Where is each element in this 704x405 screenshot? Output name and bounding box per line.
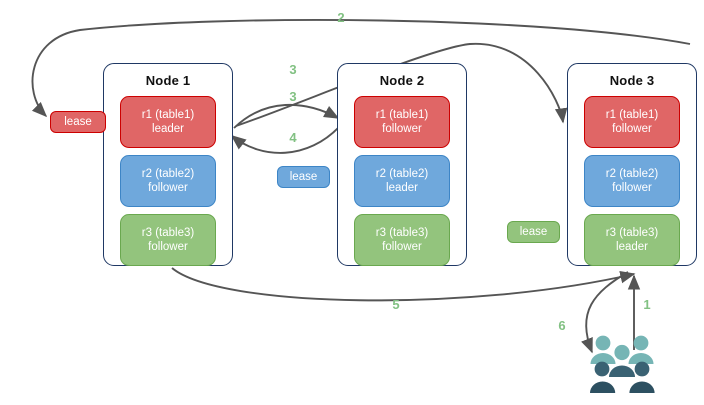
arrow-step-3-to-node3 <box>235 43 568 127</box>
arrow-step-2 <box>31 19 691 118</box>
replica-node2-r3[interactable]: r3 (table3) follower <box>354 214 450 266</box>
replica-role: follower <box>148 182 188 194</box>
step-label-2: 2 <box>337 10 345 25</box>
replica-node1-r2[interactable]: r2 (table2) follower <box>120 155 216 207</box>
replica-name: r1 (table1) <box>605 109 659 121</box>
step-label-4: 4 <box>289 130 297 145</box>
replica-node3-r2[interactable]: r2 (table2) follower <box>584 155 680 207</box>
arrow-step-4 <box>230 125 341 154</box>
node-box-node1[interactable]: Node 1 r1 (table1) leader r2 (table2) fo… <box>103 63 233 266</box>
replica-name: r1 (table1) <box>375 109 429 121</box>
replica-role: follower <box>148 241 188 253</box>
node-title: Node 1 <box>145 73 191 88</box>
node-box-node2[interactable]: Node 2 r1 (table1) follower r2 (table2) … <box>337 63 467 266</box>
step-label-1: 1 <box>643 297 651 312</box>
replica-node3-r1[interactable]: r1 (table1) follower <box>584 96 680 148</box>
replica-name: r3 (table3) <box>375 227 429 239</box>
replica-node1-r1[interactable]: r1 (table1) leader <box>120 96 216 148</box>
replica-name: r2 (table2) <box>141 168 195 180</box>
lease-chip-blue[interactable]: lease <box>277 166 330 188</box>
replica-node3-r3[interactable]: r3 (table3) leader <box>584 214 680 266</box>
arrow-step-3-to-node2 <box>233 103 340 129</box>
replica-role: follower <box>382 241 422 253</box>
people-group-icon <box>590 335 655 393</box>
replica-node2-r1[interactable]: r1 (table1) follower <box>354 96 450 148</box>
lease-chip-green[interactable]: lease <box>507 221 560 243</box>
step-label-3b: 3 <box>289 89 297 104</box>
replica-role: follower <box>382 123 422 135</box>
replica-name: r2 (table2) <box>605 168 659 180</box>
arrow-step-5 <box>171 267 636 302</box>
step-label-5: 5 <box>392 297 400 312</box>
replica-name: r3 (table3) <box>141 227 195 239</box>
replica-node2-r2[interactable]: r2 (table2) leader <box>354 155 450 207</box>
replica-node1-r3[interactable]: r3 (table3) follower <box>120 214 216 266</box>
arrow-step-6 <box>581 271 629 354</box>
node-title: Node 3 <box>609 73 655 88</box>
replica-name: r3 (table3) <box>605 227 659 239</box>
node-title: Node 2 <box>379 73 425 88</box>
replica-name: r1 (table1) <box>141 109 195 121</box>
lease-chip-red[interactable]: lease <box>50 111 106 133</box>
replica-name: r2 (table2) <box>375 168 429 180</box>
step-label-3a: 3 <box>289 62 297 77</box>
step-label-6: 6 <box>558 318 566 333</box>
replica-role: leader <box>152 123 184 135</box>
replica-role: leader <box>616 241 648 253</box>
replica-role: follower <box>612 123 652 135</box>
replica-role: leader <box>386 182 418 194</box>
node-box-node3[interactable]: Node 3 r1 (table1) follower r2 (table2) … <box>567 63 697 266</box>
replica-role: follower <box>612 182 652 194</box>
